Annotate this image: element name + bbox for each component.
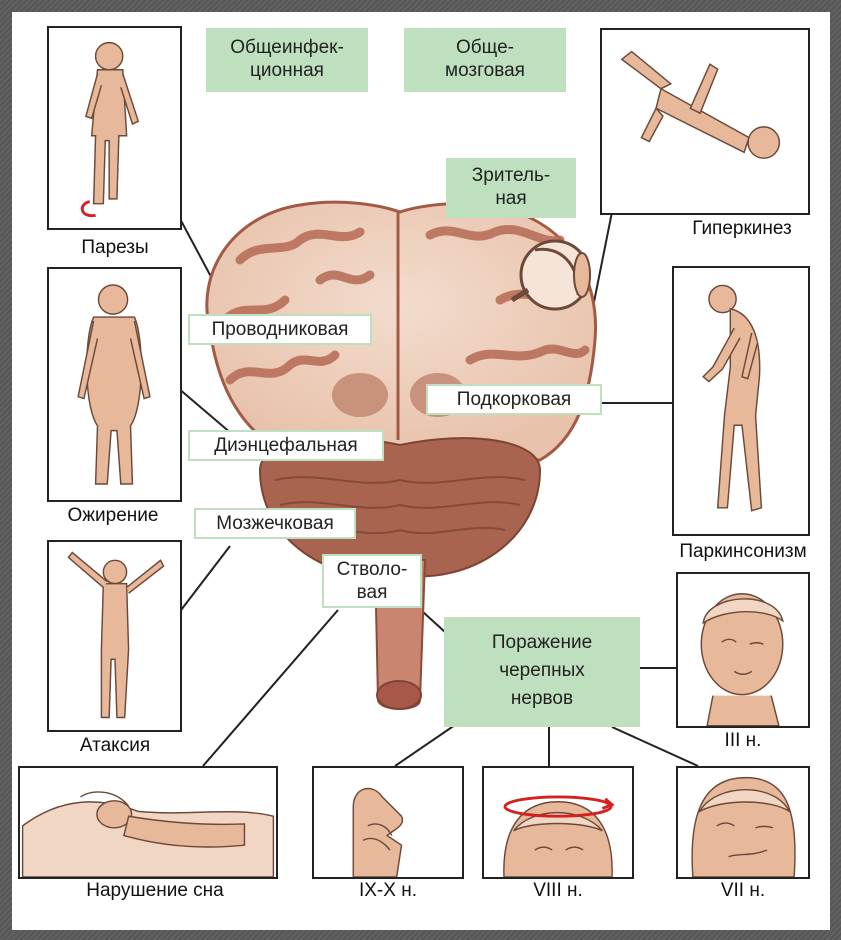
spinal-cord-section bbox=[377, 681, 421, 709]
caption-parkinsonism: Паркинсонизм bbox=[655, 541, 831, 563]
ataxia-figure-icon bbox=[49, 542, 180, 730]
nerve-7-face-icon bbox=[678, 768, 808, 877]
label-general-cerebral: Обще- мозговая bbox=[404, 28, 566, 92]
caption-nerve-8: VIII н. bbox=[488, 880, 628, 902]
panel-nerve-9-10 bbox=[312, 766, 464, 879]
panel-obesity bbox=[47, 267, 182, 502]
caption-sleep: Нарушение сна bbox=[40, 880, 270, 902]
label-general-infectious-line-1: Общеинфек- bbox=[206, 36, 368, 59]
hyperkinesis-figure-icon bbox=[602, 30, 808, 213]
obesity-figure-icon bbox=[49, 269, 180, 500]
label-diencephalic: Диэнцефальная bbox=[188, 430, 384, 461]
label-cranial-nerves-line-2: черепных bbox=[444, 657, 640, 685]
panel-hyperkinesis bbox=[600, 28, 810, 215]
label-general-infectious-line-2: ционная bbox=[206, 59, 368, 82]
label-cranial-nerves-line-3: нервов bbox=[444, 685, 640, 713]
caption-nerve-9-10: IX-X н. bbox=[318, 880, 458, 902]
caption-obesity: Ожирение bbox=[28, 505, 198, 527]
label-visual-line-2: ная bbox=[446, 187, 576, 210]
label-visual-line-1: Зритель- bbox=[446, 164, 576, 187]
label-cerebellar: Мозжечковая bbox=[194, 508, 356, 539]
caption-ataxia: Атаксия bbox=[60, 735, 170, 757]
parkinsonism-figure-icon bbox=[674, 268, 808, 534]
label-visual: Зритель- ная bbox=[446, 158, 576, 218]
label-general-infectious: Общеинфек- ционная bbox=[206, 28, 368, 92]
panel-parkinsonism bbox=[672, 266, 810, 536]
caption-nerve-3: III н. bbox=[688, 730, 798, 752]
panel-ataxia bbox=[47, 540, 182, 732]
panel-paresis bbox=[47, 26, 182, 230]
label-general-cerebral-line-2: мозговая bbox=[404, 59, 566, 82]
panel-nerve-8 bbox=[482, 766, 634, 879]
paresis-figure-icon bbox=[49, 28, 180, 228]
sleep-figure-icon bbox=[20, 768, 276, 877]
panel-nerve-3 bbox=[676, 572, 810, 728]
caption-hyperkinesis: Гиперкинез bbox=[672, 218, 812, 240]
label-cranial-nerves-line-1: Поражение bbox=[444, 629, 640, 657]
nerve-3-face-icon bbox=[678, 574, 808, 726]
nerve-8-head-dizziness-icon bbox=[484, 768, 632, 877]
label-subcortical: Подкорковая bbox=[426, 384, 602, 415]
label-brainstem: Стволо- вая bbox=[322, 554, 422, 608]
label-brainstem-line-2: вая bbox=[328, 581, 416, 604]
caption-nerve-7: VII н. bbox=[688, 880, 798, 902]
panel-sleep bbox=[18, 766, 278, 879]
label-cranial-nerves: Поражение черепных нервов bbox=[444, 617, 640, 727]
caption-paresis: Парезы bbox=[60, 237, 170, 259]
label-brainstem-line-1: Стволо- bbox=[328, 558, 416, 581]
panel-nerve-7 bbox=[676, 766, 810, 879]
nerve-9-10-throat-icon bbox=[314, 768, 462, 877]
label-general-cerebral-line-1: Обще- bbox=[404, 36, 566, 59]
thalamus-left bbox=[332, 373, 388, 417]
label-conductive: Проводниковая bbox=[188, 314, 372, 345]
